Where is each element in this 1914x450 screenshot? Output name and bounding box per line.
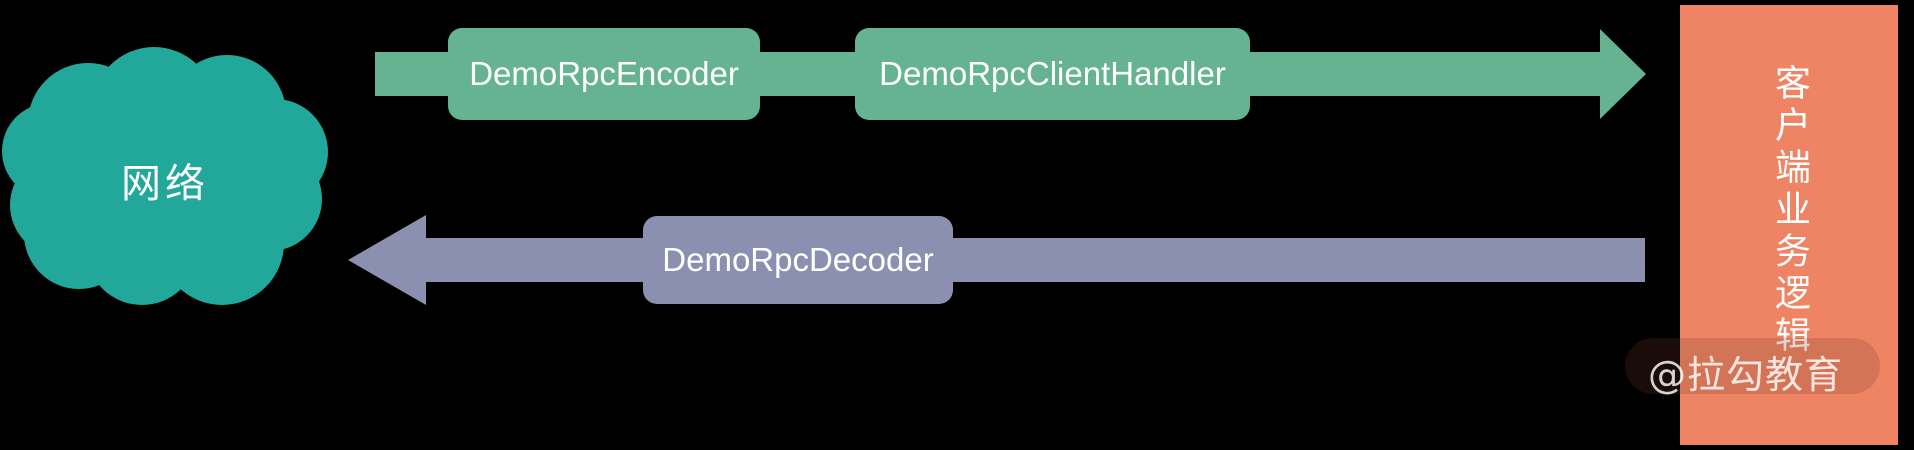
network-cloud-label: 网络 <box>121 161 209 207</box>
arrow-left-icon <box>348 215 426 305</box>
watermark-backdrop <box>1625 338 1880 394</box>
node-demorpcencoder[interactable]: DemoRpcEncoder <box>448 28 760 120</box>
network-cloud: 网络 <box>0 47 330 305</box>
node-demorpcclienthandler[interactable]: DemoRpcClientHandler <box>855 28 1250 120</box>
panel-label: 客户端业务逻辑 <box>1769 64 1811 358</box>
node-demorpcdecoder[interactable]: DemoRpcDecoder <box>643 216 953 304</box>
cloud-icon <box>40 135 280 255</box>
inbound-arrow-shaft <box>425 238 1645 282</box>
node-label: DemoRpcEncoder <box>469 55 739 92</box>
node-label: DemoRpcClientHandler <box>879 55 1226 92</box>
node-label: DemoRpcDecoder <box>662 241 934 278</box>
arrow-right-icon <box>1600 29 1646 119</box>
watermark-label: @拉勾教育 <box>1648 353 1844 397</box>
client-business-logic-panel[interactable]: 客户端业务逻辑 <box>1680 5 1898 445</box>
